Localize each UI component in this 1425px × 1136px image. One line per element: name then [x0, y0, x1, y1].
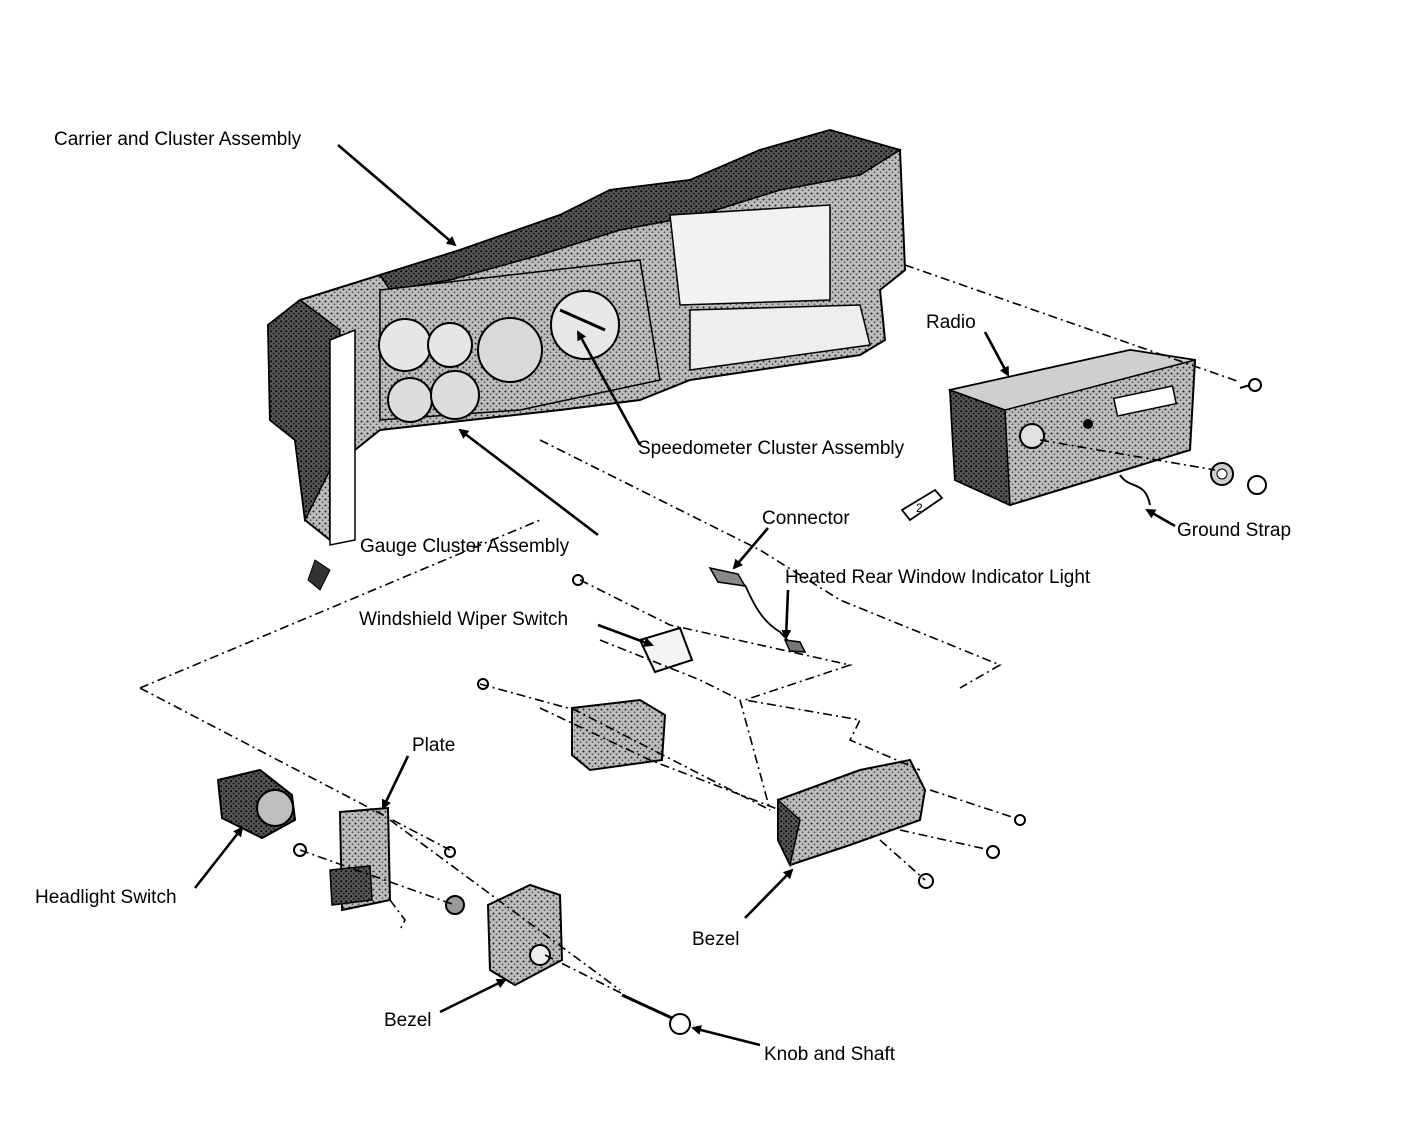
- label-heated-rear-window-indicator-light: Heated Rear Window Indicator Light: [785, 567, 1091, 588]
- label-bezel-left: Bezel: [384, 1010, 432, 1031]
- radio: [947, 348, 1197, 507]
- label-gauge-cluster-assembly: Gauge Cluster Assembly: [360, 536, 570, 557]
- bezel-left-part: [486, 883, 564, 987]
- rotation-badge-icon: 2: [900, 488, 944, 522]
- carrier-cluster-assembly: [266, 128, 907, 591]
- plate-part: [329, 806, 465, 915]
- leader-arrows: [193, 144, 1176, 1047]
- label-connector: Connector: [762, 508, 850, 529]
- windshield-wiper-switch: [572, 574, 694, 674]
- label-bezel-right: Bezel: [692, 929, 740, 950]
- headlight-switch-part: [216, 768, 307, 857]
- label-knob-and-shaft: Knob and Shaft: [764, 1044, 896, 1065]
- label-ground-strap: Ground Strap: [1177, 520, 1291, 541]
- label-windshield-wiper-switch: Windshield Wiper Switch: [359, 609, 568, 630]
- center-switch-block: [477, 678, 667, 772]
- radio-knobs: [1210, 378, 1267, 495]
- knob-and-shaft-part: [621, 993, 691, 1035]
- connector-part: [708, 566, 807, 653]
- rotation-badge-text: 2: [916, 501, 923, 515]
- bezel-right-part: [777, 758, 1026, 889]
- label-headlight-switch: Headlight Switch: [35, 887, 177, 908]
- label-carrier-cluster-assembly: Carrier and Cluster Assembly: [54, 129, 302, 150]
- label-plate: Plate: [412, 735, 455, 756]
- label-speedometer-cluster-assembly: Speedometer Cluster Assembly: [638, 438, 905, 459]
- assembly-guide-lines: [139, 264, 1241, 996]
- label-radio: Radio: [926, 312, 976, 333]
